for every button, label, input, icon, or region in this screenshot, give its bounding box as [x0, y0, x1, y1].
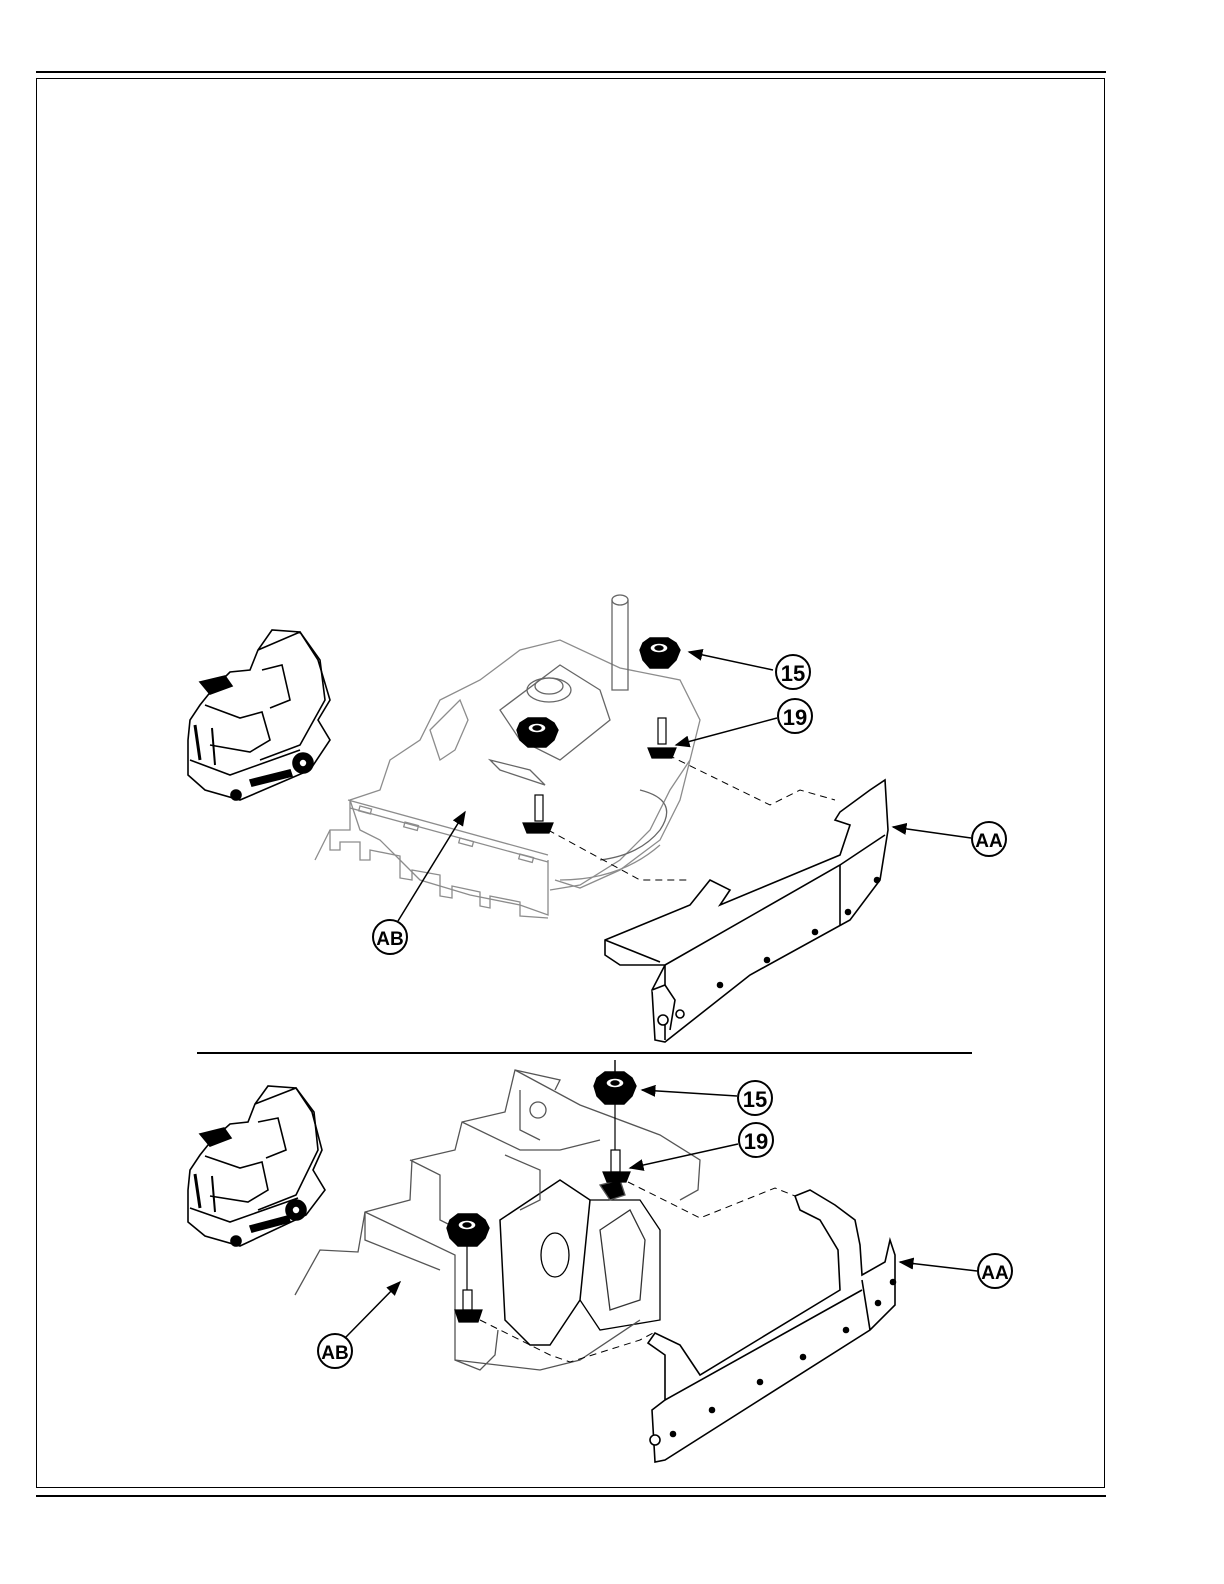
callout-AB-label: AB	[376, 929, 403, 950]
callout-15-label: 15	[781, 661, 805, 686]
callout-19-label: 19	[783, 705, 807, 730]
stud-lower-bottom	[455, 1246, 482, 1322]
squeegee-skirt	[648, 1190, 896, 1462]
machine-thumbnail-icon	[188, 1086, 325, 1246]
scrub-deck-assembly	[295, 1070, 700, 1370]
callout-19-label: 19	[744, 1129, 768, 1154]
squeegee-skirt	[605, 780, 888, 1042]
stud-19-top	[648, 718, 676, 758]
stud-lower-top	[523, 795, 553, 833]
alignment-lines-top	[548, 755, 835, 880]
knurled-knob-icon	[447, 1214, 489, 1246]
knurled-knob-icon	[594, 1060, 636, 1104]
callout-15-label: 15	[743, 1087, 767, 1112]
alignment-lines-bottom	[480, 1182, 795, 1362]
knurled-knob-icon	[640, 638, 680, 668]
knurled-knob-icon	[517, 718, 558, 747]
machine-thumbnail-icon	[188, 630, 330, 800]
callout-AB-label: AB	[321, 1343, 348, 1364]
callout-AA-label: AA	[975, 831, 1003, 852]
callout-AA-label: AA	[981, 1263, 1009, 1284]
